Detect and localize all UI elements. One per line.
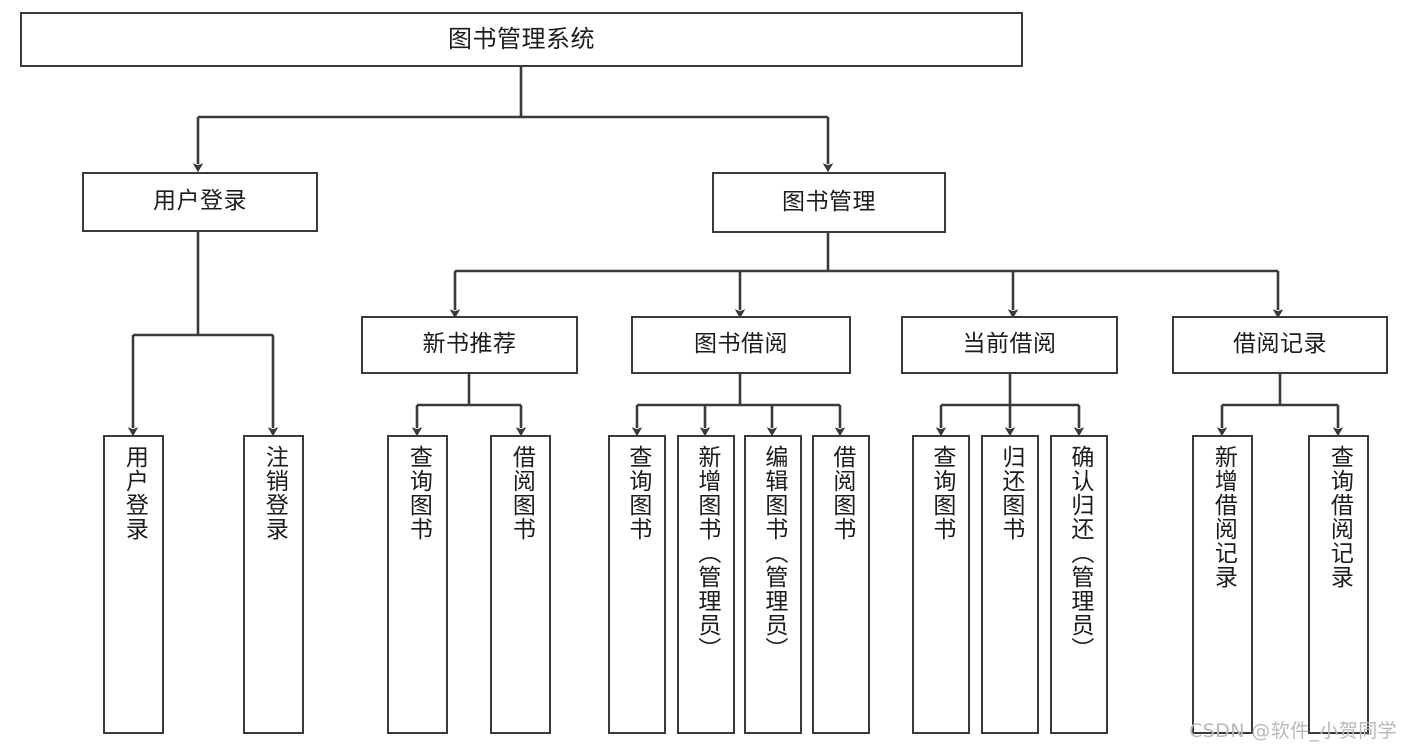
node-leaf-cur-return-label: 归还图书 — [997, 445, 1024, 541]
node-leaf-rec-query[interactable]: 查询图书 — [387, 435, 448, 734]
node-leaf-cur-query[interactable]: 查询图书 — [912, 435, 970, 734]
node-leaf-cur-confirm[interactable]: 确认归还（管理员） — [1050, 435, 1108, 734]
node-borrow-record[interactable]: 借阅记录 — [1172, 316, 1388, 374]
node-leaf-rec-search-label: 查询借阅记录 — [1326, 445, 1353, 589]
node-leaf-cur-confirm-label: 确认归还（管理员） — [1066, 445, 1093, 661]
node-current-borrow-label: 当前借阅 — [962, 331, 1057, 358]
node-leaf-borrow-edit-label: 编辑图书（管理员） — [760, 445, 787, 661]
node-leaf-rec-search[interactable]: 查询借阅记录 — [1308, 435, 1369, 734]
node-leaf-borrow-query-label: 查询图书 — [624, 445, 651, 541]
node-leaf-cur-query-label: 查询图书 — [928, 445, 955, 541]
node-current-borrow[interactable]: 当前借阅 — [901, 316, 1118, 374]
node-leaf-rec-borrow-label: 借阅图书 — [508, 445, 535, 541]
node-borrow-record-label: 借阅记录 — [1233, 331, 1327, 358]
csdn-watermark: CSDN @软件_小贺同学 — [1189, 720, 1397, 742]
node-leaf-cur-return[interactable]: 归还图书 — [981, 435, 1039, 734]
node-leaf-borrow-add[interactable]: 新增图书（管理员） — [677, 435, 735, 734]
node-leaf-borrow-query[interactable]: 查询图书 — [608, 435, 666, 734]
node-user-login-label: 用户登录 — [153, 188, 247, 215]
node-leaf-borrow-do-label: 借阅图书 — [828, 445, 855, 541]
node-book-manage-label: 图书管理 — [782, 188, 876, 215]
node-leaf-user-logout-label: 注销登录 — [261, 445, 288, 541]
node-leaf-borrow-add-label: 新增图书（管理员） — [693, 445, 720, 661]
node-book-manage[interactable]: 图书管理 — [712, 172, 946, 233]
node-leaf-borrow-do[interactable]: 借阅图书 — [812, 435, 870, 734]
node-leaf-rec-add-label: 新增借阅记录 — [1210, 445, 1237, 589]
node-leaf-rec-add[interactable]: 新增借阅记录 — [1192, 435, 1253, 734]
node-book-borrow[interactable]: 图书借阅 — [631, 316, 851, 374]
node-root[interactable]: 图书管理系统 — [20, 12, 1023, 67]
node-user-login[interactable]: 用户登录 — [82, 172, 318, 232]
node-new-book-rec[interactable]: 新书推荐 — [361, 316, 578, 374]
node-leaf-user-login-label: 用户登录 — [121, 445, 148, 541]
node-new-book-rec-label: 新书推荐 — [422, 331, 517, 358]
node-leaf-rec-borrow[interactable]: 借阅图书 — [490, 435, 551, 734]
node-leaf-user-logout[interactable]: 注销登录 — [243, 435, 304, 734]
node-leaf-rec-query-label: 查询图书 — [405, 445, 432, 541]
node-root-label: 图书管理系统 — [448, 25, 595, 54]
node-book-borrow-label: 图书借阅 — [694, 331, 788, 358]
node-leaf-borrow-edit[interactable]: 编辑图书（管理员） — [744, 435, 802, 734]
node-leaf-user-login[interactable]: 用户登录 — [103, 435, 164, 734]
